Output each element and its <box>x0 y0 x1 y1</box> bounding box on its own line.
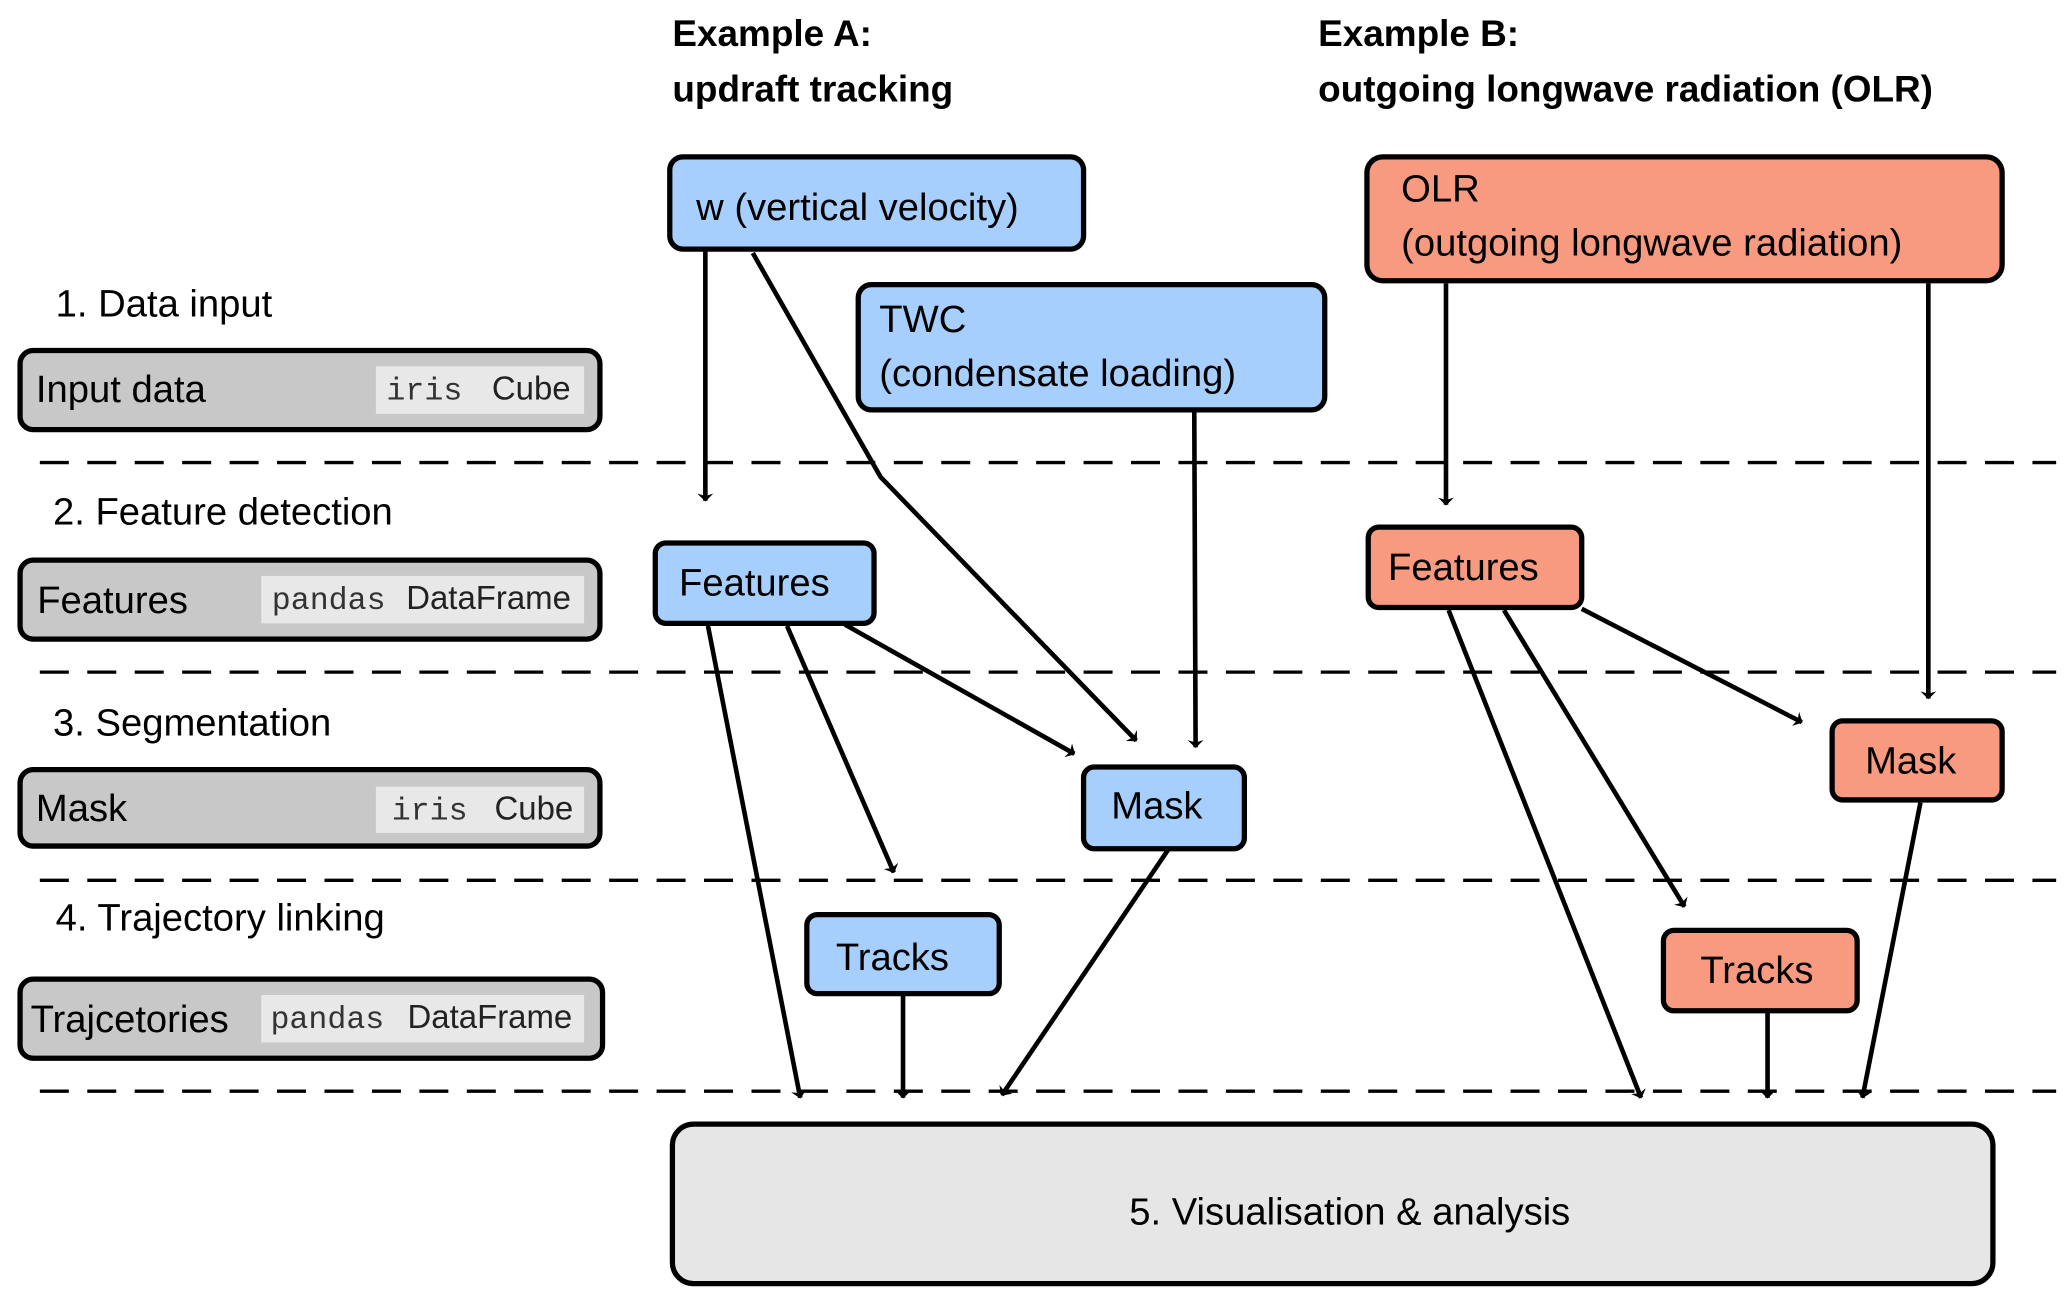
arrow-twc-to-mask <box>1187 411 1204 749</box>
example-a-arrows <box>697 250 1204 1099</box>
type-class: DataFrame <box>406 579 571 616</box>
type-module: pandas <box>270 1003 384 1038</box>
example-a-subtitle: updraft tracking <box>672 68 953 109</box>
arrow-mask-to-output <box>999 848 1170 1097</box>
type-module: iris <box>392 795 468 830</box>
node-label: Features <box>1388 546 1539 589</box>
stage-segmentation: 3. Segmentation Mask iris Cube <box>17 701 603 849</box>
arrow-features-to-tracks <box>784 625 899 874</box>
example-b-arrows <box>1438 283 1937 1099</box>
type-class: Cube <box>494 790 573 827</box>
node-label: (condensate loading) <box>879 352 1236 395</box>
arrow-features-to-mask <box>1580 606 1803 726</box>
stage-data-input: 1. Data input Input data iris Cube <box>17 282 603 433</box>
type-chip <box>375 786 585 833</box>
stage-box-label: Mask <box>36 787 128 830</box>
node-a-mask: Mask <box>1080 764 1247 852</box>
example-a-header: Example A: updraft tracking <box>672 13 953 109</box>
node-label: TWC <box>879 298 966 341</box>
type-class: Cube <box>492 369 571 406</box>
node-label: Mask <box>1865 740 1957 783</box>
stage-title: 4. Trajectory linking <box>56 896 385 939</box>
stage-title: 1. Data input <box>56 282 273 325</box>
stage-trajectory-linking: 4. Trajectory linking Trajcetories panda… <box>17 896 606 1061</box>
node-a-tracks: Tracks <box>804 911 1002 997</box>
node-label: OLR <box>1401 168 1480 211</box>
example-b-title: Example B: <box>1318 13 1519 54</box>
arrow-features-to-mask <box>843 622 1076 758</box>
node-twc: TWC (condensate loading) <box>855 282 1328 413</box>
arrow-w-to-mask <box>750 251 1138 743</box>
node-w-vertical-velocity: w (vertical velocity) <box>667 154 1087 252</box>
node-b-tracks: Tracks <box>1660 927 1860 1014</box>
example-b-header: Example B: outgoing longwave radiation (… <box>1318 13 1933 109</box>
arrow-features-to-output <box>705 625 807 1099</box>
type-chip <box>261 994 585 1043</box>
node-label: Mask <box>1111 784 1203 827</box>
node-label: (outgoing longwave radiation) <box>1401 222 1902 265</box>
arrow-features-to-tracks <box>1502 608 1688 908</box>
output-visualisation-analysis: 5. Visualisation & analysis <box>669 1121 1996 1287</box>
stage-title: 2. Feature detection <box>53 491 393 534</box>
node-label: Features <box>679 562 830 605</box>
stage-box-label: Trajcetories <box>31 998 229 1041</box>
arrow-mask-to-output <box>1856 802 1923 1099</box>
type-chip <box>261 575 585 624</box>
node-olr: OLR (outgoing longwave radiation) <box>1364 154 2005 284</box>
example-a-title: Example A: <box>672 13 872 54</box>
type-module: pandas <box>272 584 386 619</box>
arrow-features-to-output <box>1446 609 1646 1099</box>
node-label: w (vertical velocity) <box>695 186 1019 229</box>
node-a-features: Features <box>652 540 877 626</box>
stage-box-label: Input data <box>36 368 207 411</box>
node-b-features: Features <box>1365 524 1585 611</box>
stage-title: 3. Segmentation <box>53 701 331 744</box>
node-b-mask: Mask <box>1829 718 2005 803</box>
example-b-subtitle: outgoing longwave radiation (OLR) <box>1318 68 1933 109</box>
node-label: Tracks <box>836 936 949 979</box>
type-chip <box>375 366 585 414</box>
stage-box-label: Features <box>37 579 188 622</box>
type-class: DataFrame <box>408 998 573 1035</box>
output-label: 5. Visualisation & analysis <box>1129 1190 1570 1233</box>
node-label: Tracks <box>1700 949 1813 992</box>
stage-feature-detection: 2. Feature detection Features pandas Dat… <box>17 491 603 642</box>
type-module: iris <box>386 374 462 409</box>
